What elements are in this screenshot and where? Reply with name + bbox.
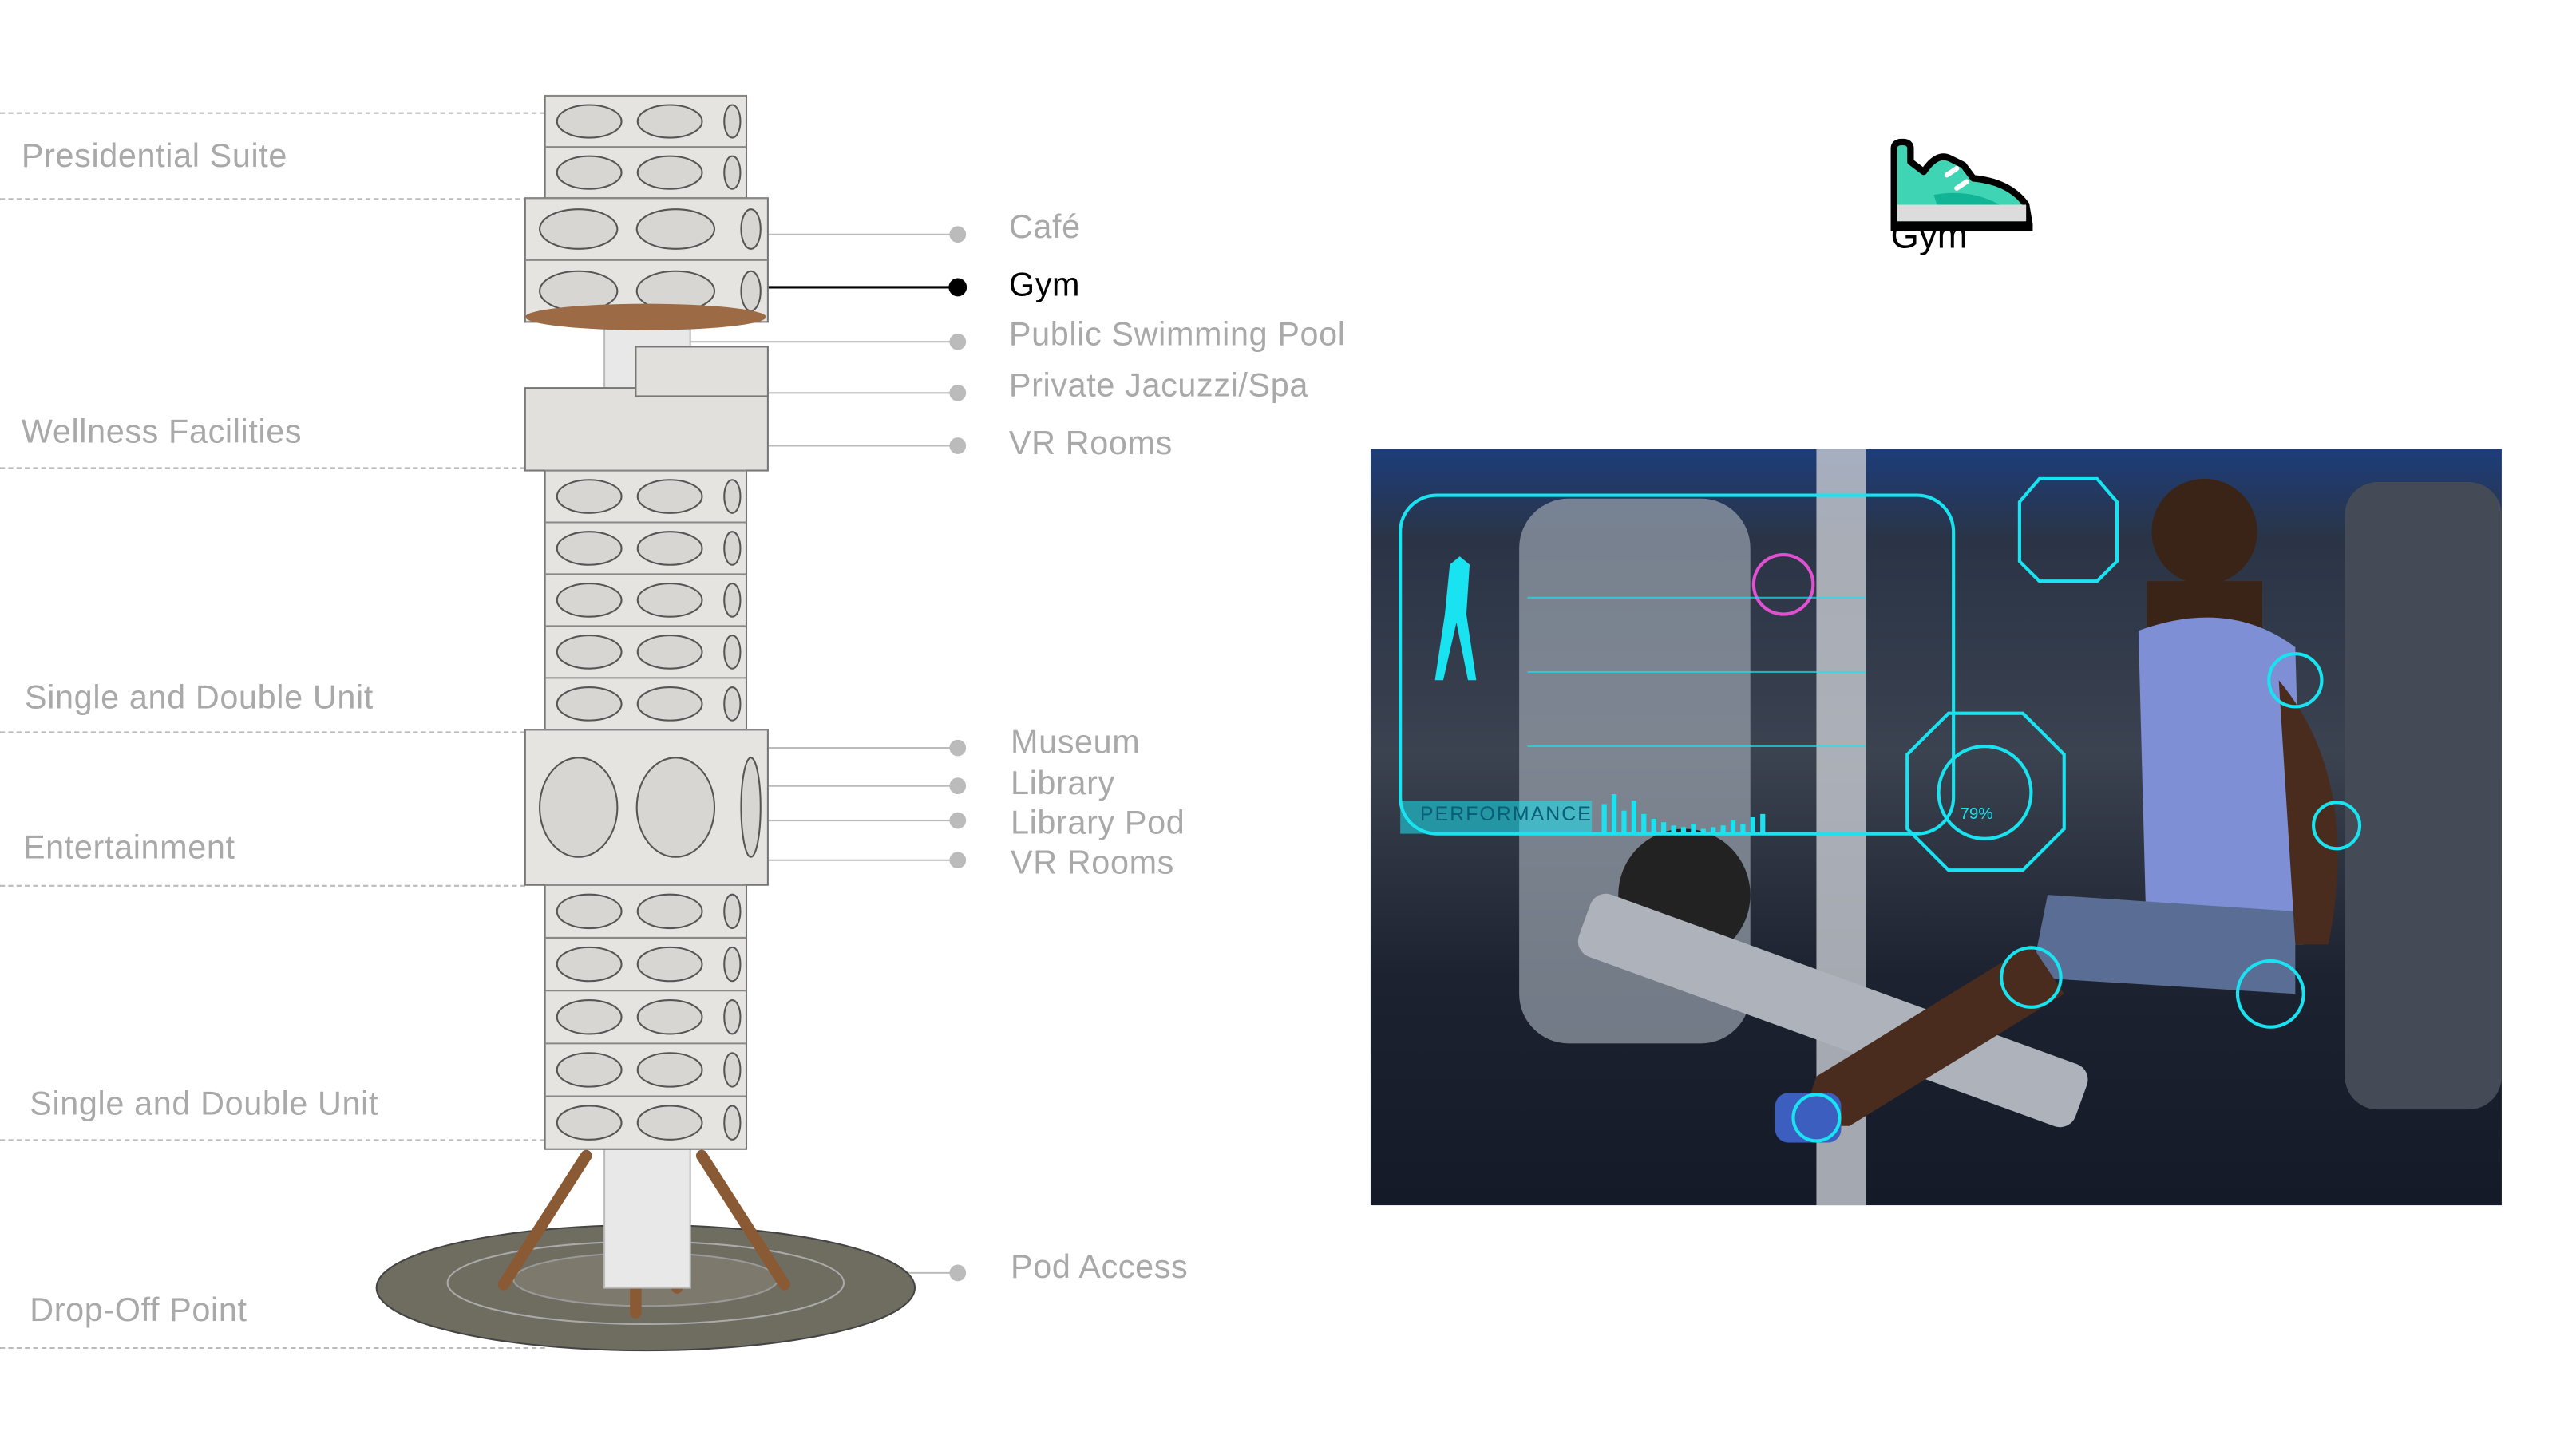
divider-line [0, 198, 545, 200]
hud-bar [1601, 804, 1607, 834]
hud-percent-text: 79% [1960, 805, 1993, 824]
hud-bar [1611, 793, 1617, 834]
label-pod-access: Pod Access [1010, 1249, 1189, 1287]
hud-bar [1730, 820, 1736, 834]
hud-bar [1750, 816, 1755, 834]
label-gym: Gym [1008, 267, 1081, 304]
hud-bar [1691, 824, 1696, 834]
divider-line [0, 1346, 545, 1350]
hud-bar [1651, 819, 1656, 834]
gym-photo: PERFORMANCE 79% [1370, 449, 2502, 1206]
sneaker-icon [1890, 138, 2033, 231]
divider-line [0, 884, 525, 887]
label-entertainment: Entertainment [22, 830, 235, 868]
label-single-double-unit: Single and Double Unit [30, 1086, 379, 1123]
label-wellness-facilities: Wellness Facilities [21, 414, 303, 451]
label-vr-rooms: VR Rooms [1010, 845, 1174, 882]
label-library: Library [1010, 765, 1115, 803]
hud-bar [1711, 827, 1716, 834]
divider-line [0, 112, 545, 114]
label-library-pod: Library Pod [1010, 805, 1185, 842]
label-cafe: Café [1008, 209, 1081, 247]
label-public-swimming-pool: Public Swimming Pool [1008, 317, 1346, 354]
hud-bar [1680, 827, 1687, 834]
label-vr-rooms: VR Rooms [1008, 425, 1173, 463]
hud-bar [1740, 824, 1746, 834]
label-private-jacuzzi-spa: Private Jacuzzi/Spa [1008, 368, 1309, 405]
wellness-section [524, 387, 769, 472]
hud-bar [1631, 801, 1636, 834]
hud-bar [1641, 813, 1647, 834]
hud-bar [1671, 825, 1676, 834]
hud-bar [1621, 810, 1627, 834]
label-single-double-unit: Single and Double Unit [25, 680, 374, 717]
gym-photo-illustration [1399, 449, 2502, 1206]
label-presidential-suite: Presidential Suite [21, 138, 288, 176]
hud-bar [1720, 825, 1726, 834]
hud-bar [1760, 813, 1766, 834]
hud-performance-text: PERFORMANCE [1419, 802, 1593, 826]
divider-line [0, 1139, 545, 1141]
label-museum: Museum [1010, 725, 1141, 761]
hud-bar [1661, 822, 1667, 834]
divider-line [0, 731, 525, 733]
gym-icon-label: Gym [1890, 214, 1968, 256]
divider-line [0, 467, 525, 469]
hud-bar [1700, 828, 1706, 834]
label-drop-off-point: Drop-Off Point [30, 1292, 247, 1330]
